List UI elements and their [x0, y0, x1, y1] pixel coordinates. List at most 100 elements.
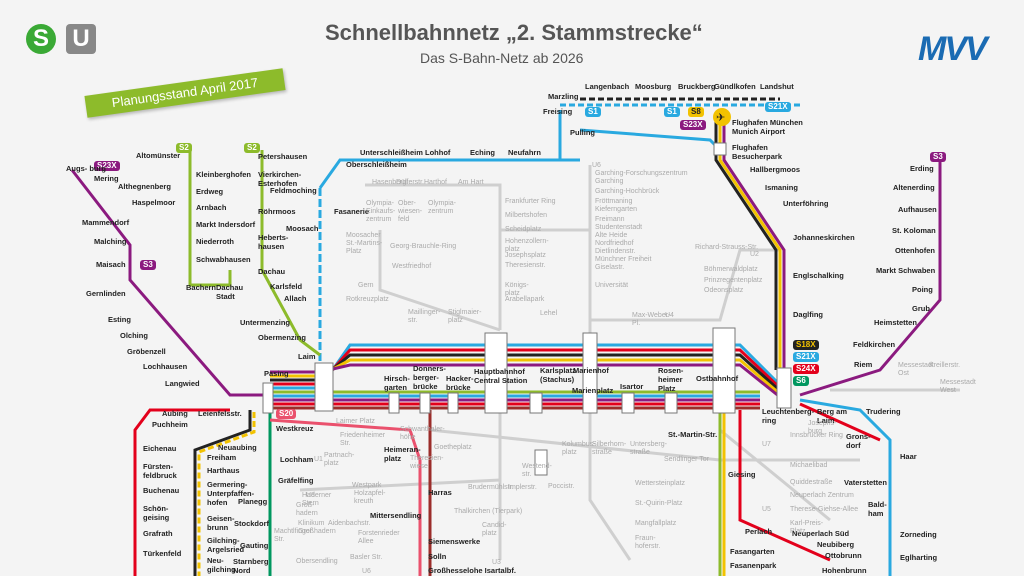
station-fasanerie: Fasanerie [334, 207, 370, 216]
ubahn-station-label: Klinikum Großhadern [298, 520, 336, 535]
station-perlach: Perlach [745, 527, 773, 536]
ubahn-station-label: U2 [750, 251, 759, 258]
ubahn-station-label: Garching-Hochbrück [595, 188, 660, 195]
ubahn-station-label: Implerstr. [508, 484, 537, 491]
ubahn-station-label: Therese-Giehse-Allee [790, 506, 859, 513]
station-riem: Riem [854, 360, 873, 369]
station-berg-am-laim: Berg am Laim [817, 407, 848, 425]
ubahn-station-label: Kreillerstr. [929, 362, 961, 369]
station-hirschgarten: Hirsch- garten [384, 374, 410, 392]
sbahn-logo: S [26, 24, 56, 54]
ubahn-station-label: U3 [492, 559, 501, 566]
station-schoengeising: Schön- geising [143, 504, 170, 522]
badge-s1-freising: S1 [585, 107, 601, 117]
station-westkreuz: Westkreuz [276, 424, 314, 433]
ubahn-station-label: Studentenstadt [595, 224, 643, 231]
ubahn-station-label: Frankfurter Ring [505, 198, 556, 205]
station-vierkirchen: Vierkirchen- Esterhofen [258, 170, 302, 188]
station-englschalking: Englschalking [793, 271, 844, 280]
badge-s21x-landshut: S21X [765, 102, 791, 112]
station-baldham: Bald- ham [868, 500, 887, 518]
ubahn-station-label: Richard-Strauss-Str. [695, 244, 759, 251]
marienhof-station-box [582, 332, 598, 414]
station-gauting: Gauting [240, 541, 269, 550]
station-giesing: Giesing [728, 470, 756, 479]
station-harras: Harras [428, 488, 452, 497]
station-vaterstetten: Vaterstetten [844, 478, 887, 487]
station-hohenbrunn: Hohenbrunn [822, 566, 867, 575]
ubahn-station-label: Böhmerwaldplatz [704, 266, 758, 273]
station-donnersbergerbruecke: Donners- berger- brücke [413, 364, 446, 391]
station-neuperlach-sued: Neuperlach Süd [792, 529, 850, 538]
station-feldmoching: Feldmoching [270, 186, 317, 195]
ubahn-station-label: Moosacher St.-Martins- Platz [346, 232, 383, 255]
station-tuerkenfeld: Türkenfeld [143, 549, 182, 558]
station-malching: Malching [94, 237, 127, 246]
ubahn-station-label: Friedenheimer Str. [340, 432, 386, 447]
station-arnbach: Arnbach [196, 203, 227, 212]
station-geisenbrunn: Geisen- brunn [207, 514, 235, 532]
ubahn-station-label: Innsbrucker Ring [790, 432, 843, 439]
ubahn-station-label: Rotkreuzplatz [346, 296, 389, 303]
badge-s20: S20 [276, 409, 297, 419]
badge-s23x-airport: S23X [680, 120, 706, 130]
ubahn-station-label: Aidenbachstr. [328, 520, 371, 527]
badge-s21x-east: S21X [793, 352, 819, 362]
station-freising: Freising [543, 107, 573, 116]
goetheplatz-station-box [534, 449, 548, 476]
badge-s3-west: S3 [140, 260, 156, 270]
ubahn-station-label: Odeonsplatz [704, 287, 744, 294]
station-bachern: Bachern [186, 283, 217, 292]
station-aufhausen: Aufhausen [898, 205, 937, 214]
hacker-station-box [447, 392, 459, 414]
station-daglfing: Daglfing [793, 310, 823, 319]
station-gilching: Gilching- Argelsried [207, 536, 245, 554]
station-besucherpark: Flughafen Besucherpark [732, 143, 783, 161]
ubahn-station-label: Ober- wiesen- feld [398, 200, 423, 223]
station-pulling: Pulling [570, 128, 595, 137]
station-siemenswerke: Siemenswerke [428, 537, 481, 546]
station-karlsplatz: Karlsplatz (Stachus) [540, 366, 576, 384]
station-johanneskirchen: Johanneskirchen [793, 233, 855, 242]
ubahn-station-label: Goetheplatz [434, 444, 472, 451]
station-flughafen: Flughafen München Munich Airport [732, 118, 803, 136]
station-neugilching: Neu- gilching [207, 556, 236, 574]
station-dachau-stadt: Dachau Stadt [216, 283, 244, 301]
station-althegnenberg: Althegnenberg [118, 182, 171, 191]
ubahn-station-label: U5 [762, 506, 771, 513]
ubahn-station-label: Laimer Platz [336, 418, 375, 425]
station-groebenzell: Gröbenzell [127, 347, 166, 356]
rosenheimer-station-box [664, 392, 678, 414]
ubahn-station-label: Lehel [540, 310, 558, 317]
ubahn-station-label: Gern [358, 282, 374, 289]
ostbahnhof-station-box [712, 327, 736, 414]
ubahn-station-label: Westfriedhof [392, 263, 432, 270]
ubahn-station-label: Universität [595, 282, 629, 289]
station-harthaus: Harthaus [207, 466, 240, 475]
ubahn-station-label: Karl-Preis- Platz [790, 520, 824, 535]
ubahn-station-label: Sendlinger Tor [664, 456, 710, 463]
station-marzling: Marzling [548, 92, 579, 101]
ubahn-station-label: Holzapfel- kreuth [354, 490, 386, 505]
ubahn-station-label: Harthof [424, 179, 447, 186]
ubahn-station-label: Quiddestraße [790, 479, 833, 486]
ubahn-station-label: Am Hart [458, 179, 484, 186]
station-altenerding: Altenerding [893, 183, 935, 192]
hbf-station-box [484, 332, 508, 414]
station-esting: Esting [108, 315, 131, 324]
station-maisach: Maisach [96, 260, 126, 269]
station-allach: Allach [284, 294, 307, 303]
station-gronsdorf: Grons- dorf [846, 432, 871, 450]
station-marienplatz: Marienplatz [572, 386, 614, 395]
station-erdweg: Erdweg [196, 187, 224, 196]
station-mammendorf: Mammendorf [82, 218, 130, 227]
station-augsburg: Augs- burg [66, 164, 106, 173]
station-poing: Poing [912, 285, 933, 294]
badge-s24x: S24X [793, 364, 819, 374]
ubahn-logo: U [66, 24, 96, 54]
ubahn-station-label: Prinzregentenplatz [704, 277, 763, 284]
badge-s2-petershausen: S2 [244, 143, 260, 153]
station-fuerstenfeldbruck: Fürsten- feldbruck [143, 462, 177, 480]
ubahn-station-label: Kieferngarten [595, 206, 638, 213]
station-neubiberg: Neubiberg [817, 540, 855, 549]
